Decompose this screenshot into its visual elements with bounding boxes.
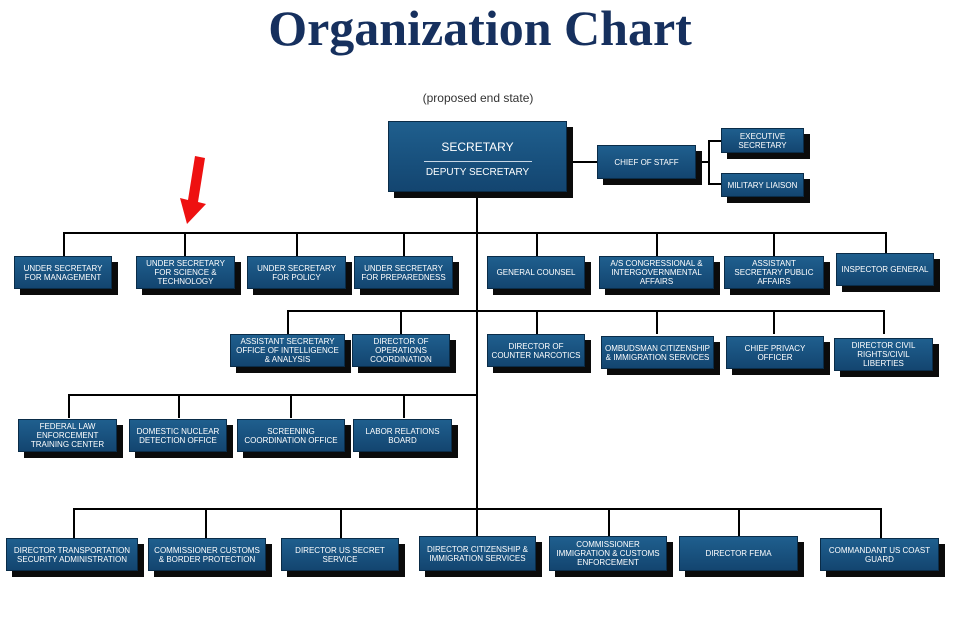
org-box-row4: COMMANDANT US COAST GUARD (820, 538, 939, 571)
box-label: COMMANDANT US COAST GUARD (828, 545, 931, 564)
row2-drop (773, 310, 775, 334)
box-label: DIRECTOR US SECRET SERVICE (295, 545, 385, 564)
main-trunk-line (476, 192, 478, 508)
org-box-row1: UNDER SECRETARY FOR MANAGEMENT (14, 256, 112, 289)
org-box-row2: DIRECTOR CIVIL RIGHTS/CIVIL LIBERTIES (834, 338, 933, 371)
box-label: SCREENING COORDINATION OFFICE (244, 426, 338, 445)
org-box-row1: GENERAL COUNSEL (487, 256, 585, 289)
org-box-row1: UNDER SECRETARY FOR PREPAREDNESS (354, 256, 453, 289)
box-label: COMMISSIONER IMMIGRATION & CUSTOMS ENFOR… (556, 540, 660, 567)
box-label: GENERAL COUNSEL (496, 268, 576, 277)
row2-bus-line (287, 310, 885, 312)
box-label: DIRECTOR OF OPERATIONS COORDINATION (370, 337, 432, 364)
box-label: ASSISTANT SECRETARY OFFICE OF INTELLIGEN… (236, 337, 339, 364)
row3-drop (178, 394, 180, 418)
box-label: DIRECTOR CIVIL RIGHTS/CIVIL LIBERTIES (851, 341, 916, 368)
row1-drop (885, 232, 887, 256)
secretary-box: SECRETARY DEPUTY SECRETARY (388, 121, 567, 192)
row1-drop (63, 232, 65, 256)
row1-drop (773, 232, 775, 256)
org-box-row3: DOMESTIC NUCLEAR DETECTION OFFICE (129, 419, 227, 452)
secretary-label: SECRETARY (441, 140, 514, 154)
row1-drop (403, 232, 405, 256)
row4-drop (880, 508, 882, 538)
row4-drop (205, 508, 207, 538)
row2-drop (656, 310, 658, 334)
military-liaison-box: MILITARY LIAISON (721, 173, 804, 197)
org-box-row1: UNDER SECRETARY FOR POLICY (247, 256, 346, 289)
row3-drop (403, 394, 405, 418)
row2-drop (400, 310, 402, 334)
org-box-row3: FEDERAL LAW ENFORCEMENT TRAINING CENTER (18, 419, 117, 452)
org-box-row2: CHIEF PRIVACY OFFICER (726, 336, 824, 369)
org-box-row3: LABOR RELATIONS BOARD (353, 419, 452, 452)
box-label: LABOR RELATIONS BOARD (365, 426, 440, 445)
box-label: EXECUTIVE SECRETARY (738, 131, 787, 150)
row3-drop (290, 394, 292, 418)
executive-secretary-box: EXECUTIVE SECRETARY (721, 128, 804, 153)
box-label: DIRECTOR FEMA (705, 549, 772, 558)
org-box-row1: A/S CONGRESSIONAL & INTERGOVERNMENTAL AF… (599, 256, 714, 289)
org-box-row4: DIRECTOR FEMA (679, 536, 798, 571)
row4-drop (738, 508, 740, 538)
row3-drop (68, 394, 70, 418)
box-label: UNDER SECRETARY FOR POLICY (257, 263, 336, 282)
box-label: DIRECTOR OF COUNTER NARCOTICS (491, 341, 581, 360)
org-box-row2: DIRECTOR OF COUNTER NARCOTICS (487, 334, 585, 367)
box-label: DOMESTIC NUCLEAR DETECTION OFFICE (136, 426, 220, 445)
row4-drop (340, 508, 342, 538)
box-label: INSPECTOR GENERAL (841, 265, 929, 274)
row3-bus-line (68, 394, 478, 396)
box-label: DIRECTOR CITIZENSHIP & IMMIGRATION SERVI… (426, 544, 529, 563)
box-label: OMBUDSMAN CITIZENSHIP & IMMIGRATION SERV… (605, 343, 710, 362)
box-label: ASSISTANT SECRETARY PUBLIC AFFAIRS (734, 259, 814, 286)
page-subtitle: (proposed end state) (422, 91, 534, 105)
org-box-row4: COMMISSIONER CUSTOMS & BORDER PROTECTION (148, 538, 266, 571)
row4-drop (608, 508, 610, 538)
chief-of-staff-box: CHIEF OF STAFF (597, 145, 696, 179)
row1-drop (296, 232, 298, 256)
red-down-arrow-icon (180, 156, 206, 224)
row2-drop (287, 310, 289, 334)
page-title: Organization Chart (268, 0, 692, 56)
deputy-secretary-label: DEPUTY SECRETARY (425, 167, 530, 178)
box-label: UNDER SECRETARY FOR MANAGEMENT (23, 263, 103, 282)
org-box-row2: DIRECTOR OF OPERATIONS COORDINATION (352, 334, 450, 367)
org-box-row2: ASSISTANT SECRETARY OFFICE OF INTELLIGEN… (230, 334, 345, 367)
row1-drop (536, 232, 538, 256)
secretary-staff-line (567, 161, 597, 163)
org-box-row1: INSPECTOR GENERAL (836, 253, 934, 286)
box-label: DIRECTOR TRANSPORTATION SECURITY ADMINIS… (13, 545, 131, 564)
staff-branch-vertical (708, 140, 710, 184)
box-label: UNDER SECRETARY FOR PREPAREDNESS (361, 263, 446, 282)
box-label: FEDERAL LAW ENFORCEMENT TRAINING CENTER (30, 422, 105, 449)
box-label: UNDER SECRETARY FOR SCIENCE & TECHNOLOGY (146, 259, 225, 286)
org-box-row4: DIRECTOR US SECRET SERVICE (281, 538, 399, 571)
box-label: COMMISSIONER CUSTOMS & BORDER PROTECTION (154, 545, 260, 564)
org-box-row4: DIRECTOR TRANSPORTATION SECURITY ADMINIS… (6, 538, 138, 571)
box-label: MILITARY LIAISON (727, 180, 798, 190)
row4-drop (73, 508, 75, 538)
staff-branch-line (696, 161, 709, 163)
secretary-divider (423, 161, 532, 162)
box-label: CHIEF OF STAFF (614, 157, 679, 167)
military-line (708, 183, 721, 185)
row2-drop (536, 310, 538, 334)
row1-drop (184, 232, 186, 256)
row4-drop (476, 508, 478, 538)
org-box-row2: OMBUDSMAN CITIZENSHIP & IMMIGRATION SERV… (601, 336, 714, 369)
org-box-row4: DIRECTOR CITIZENSHIP & IMMIGRATION SERVI… (419, 536, 536, 571)
org-box-row3: SCREENING COORDINATION OFFICE (237, 419, 345, 452)
box-label: CHIEF PRIVACY OFFICER (744, 343, 806, 362)
org-box-row1: ASSISTANT SECRETARY PUBLIC AFFAIRS (724, 256, 824, 289)
org-box-row1: UNDER SECRETARY FOR SCIENCE & TECHNOLOGY (136, 256, 235, 289)
exec-sec-line (708, 140, 721, 142)
row2-drop (883, 310, 885, 334)
box-label: A/S CONGRESSIONAL & INTERGOVERNMENTAL AF… (610, 259, 703, 286)
org-box-row4: COMMISSIONER IMMIGRATION & CUSTOMS ENFOR… (549, 536, 667, 571)
row1-drop (656, 232, 658, 256)
row1-bus-line (63, 232, 887, 234)
